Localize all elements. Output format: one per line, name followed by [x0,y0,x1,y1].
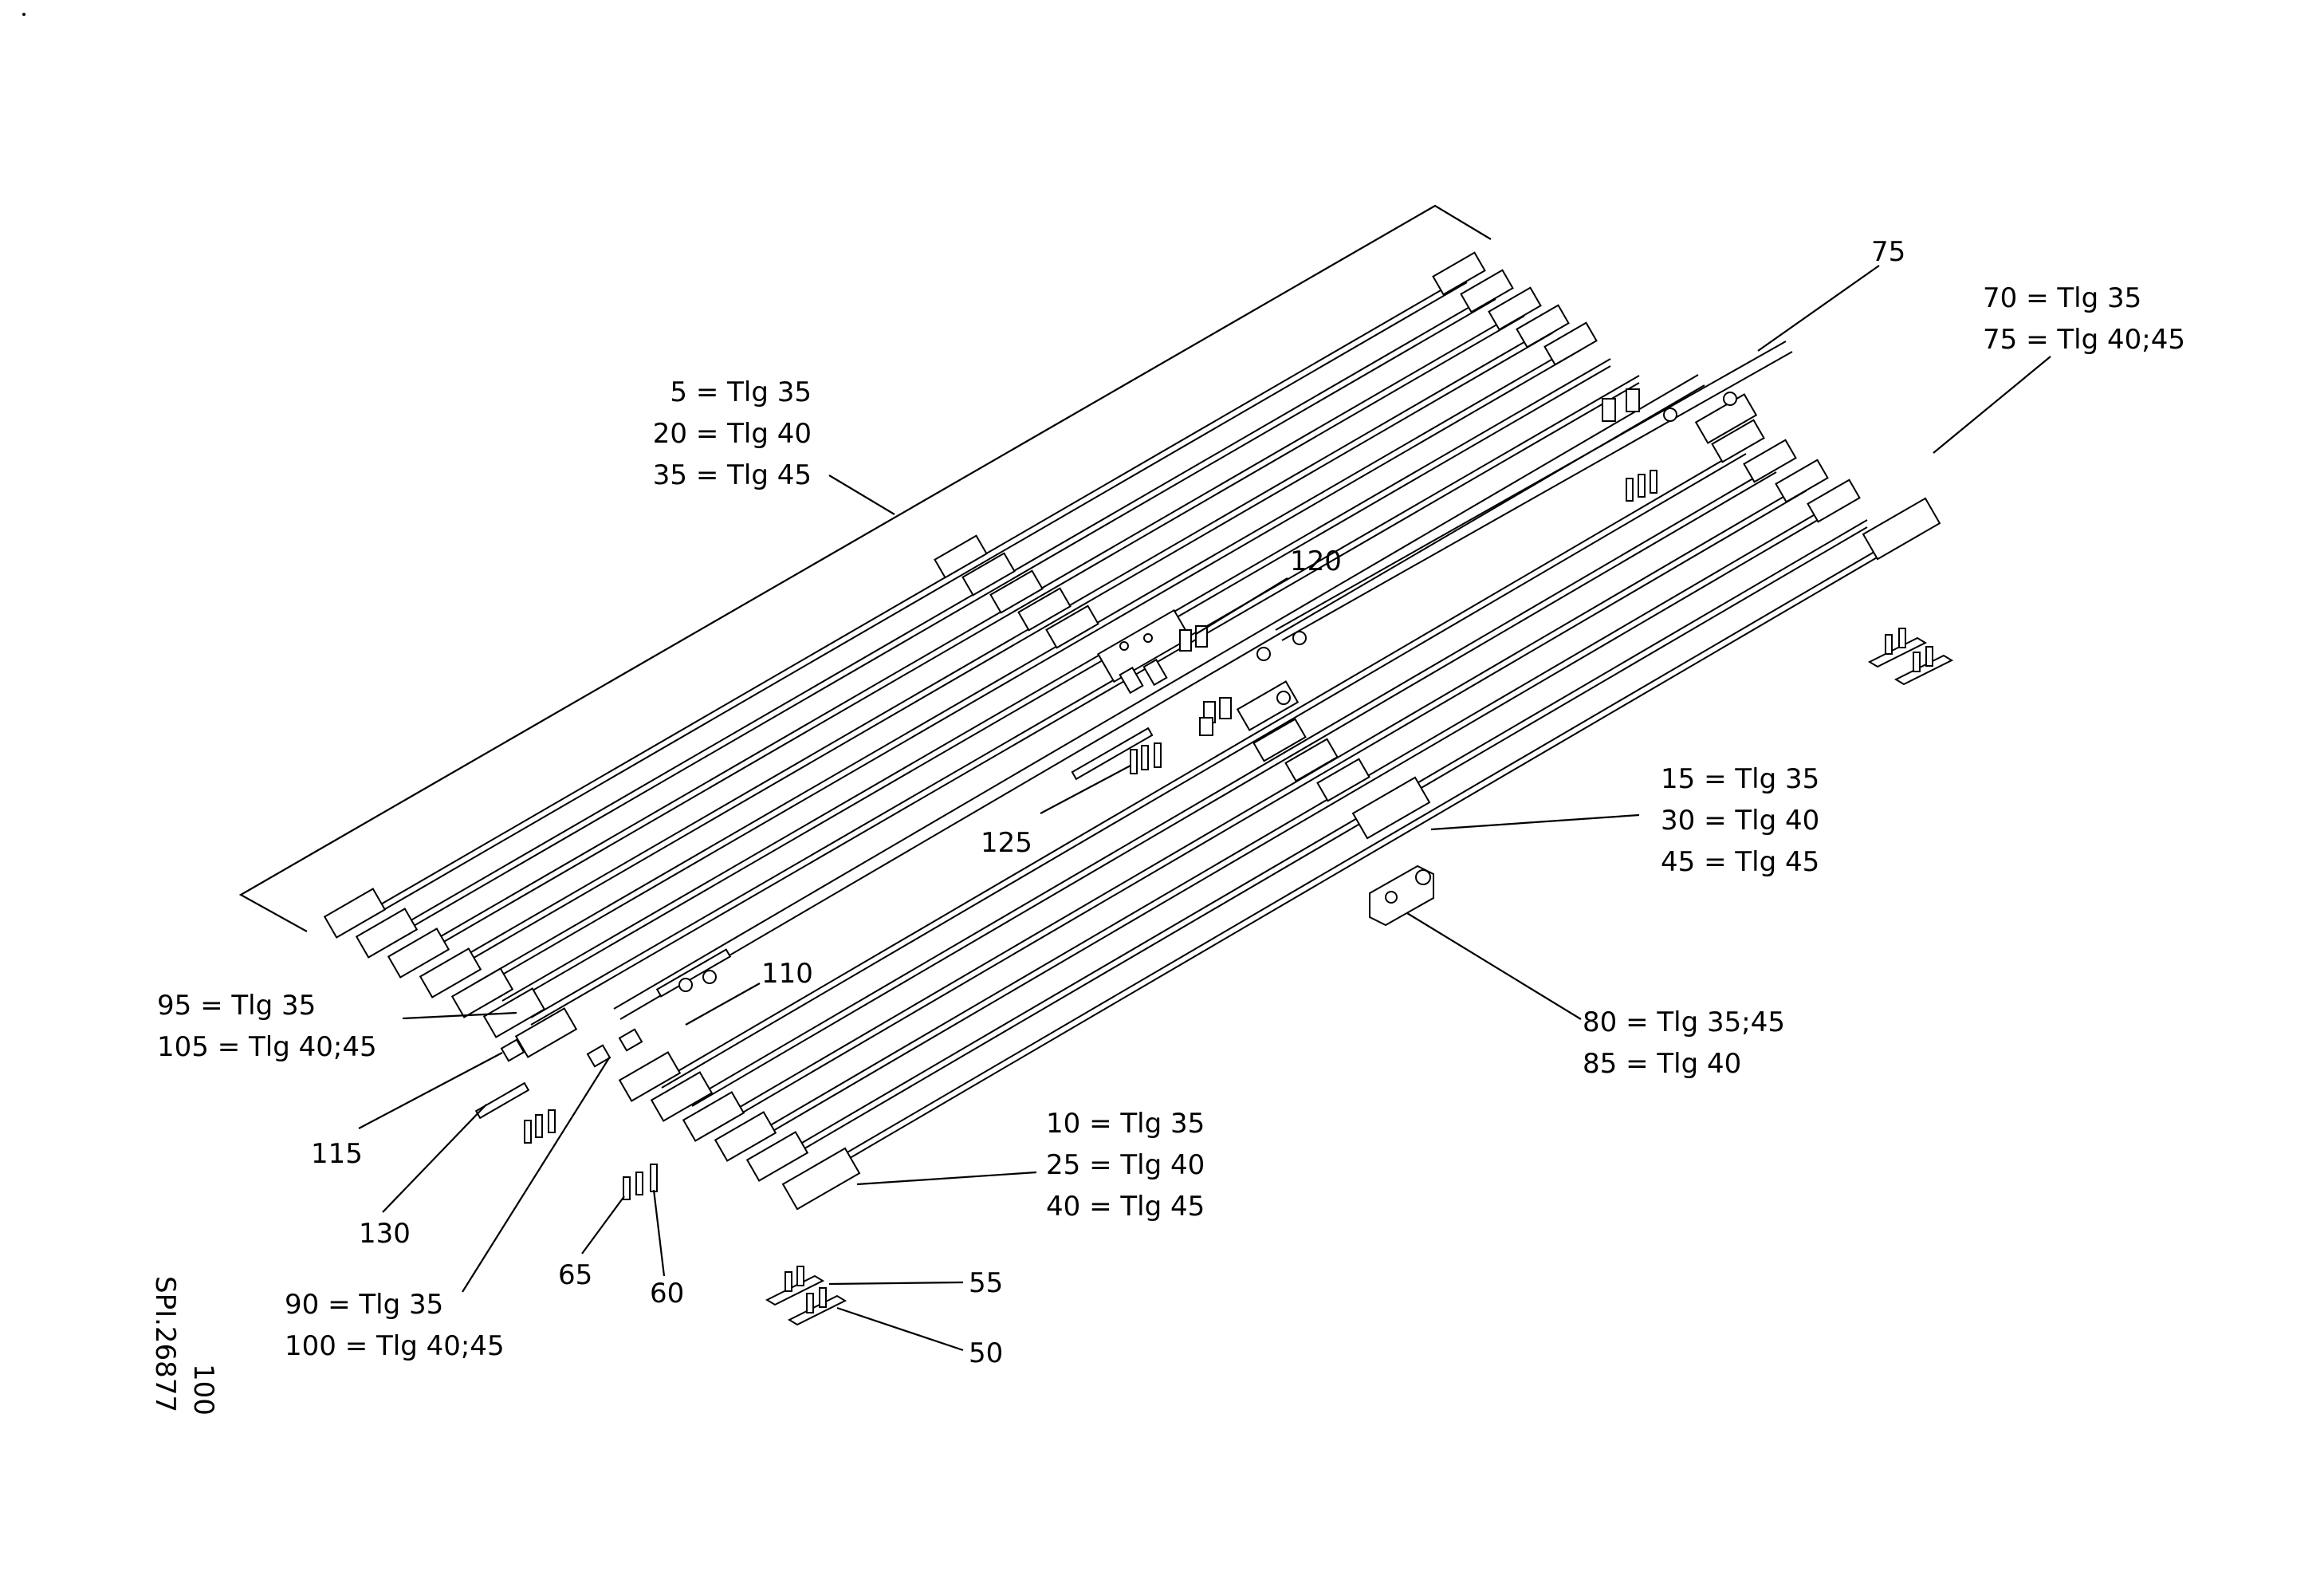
callout-105: 105 = Tlg 40;45 [157,1031,377,1063]
callout-60: 60 [650,1278,684,1309]
bolt-65 [623,1176,631,1200]
callout-5: 5 = Tlg 35 [670,376,812,408]
callout-40: 40 = Tlg 45 [1046,1191,1205,1223]
upper-middle-blocks [934,534,1099,649]
callout-125: 125 [981,827,1032,859]
callout-50: 50 [969,1337,1003,1369]
pin-125 [1071,727,1154,781]
callout-75: 75 = Tlg 40;45 [1983,324,2185,356]
screw-60 [650,1164,658,1192]
rod-line [415,315,1525,959]
rod-line [501,358,1611,1002]
rod-line [530,382,1640,1026]
rod-line [387,298,1496,942]
rod-line [782,519,1868,1155]
rod-line [358,282,1468,925]
rod-line [661,446,1747,1081]
callout-65: 65 [558,1259,592,1291]
corner-dot [22,13,26,16]
rod-line [473,349,1583,992]
rod-line [782,526,1868,1162]
pin-130 [474,1081,530,1120]
callout-30: 30 = Tlg 40 [1661,805,1819,837]
rod-line [661,453,1747,1089]
rod-line [722,482,1807,1118]
lower-end-blocks-left [618,1051,861,1211]
upper-end-blocks-left [323,888,578,1058]
callout-80: 80 = Tlg 35;45 [1583,1006,1785,1038]
callout-55: 55 [969,1267,1003,1299]
callout-35: 35 = Tlg 45 [653,459,812,491]
bolt-125a [1130,749,1138,774]
leader-lines [358,265,2051,1352]
rod-line [444,332,1554,975]
bushing-115 [500,1038,525,1062]
clip-55 [765,1274,825,1306]
rod-line [473,341,1583,985]
callout-75-top: 75 [1871,236,1905,268]
bolt-125c [1154,742,1162,768]
callout-70: 70 = Tlg 35 [1983,282,2141,314]
rod-line [501,365,1611,1009]
drawing-identifier: SPI.26877 100 [149,1276,219,1416]
lower-end-blocks-right [1711,419,1941,561]
callout-45: 45 = Tlg 45 [1661,846,1819,878]
bolt-125b [1141,745,1149,770]
callout-130: 130 [359,1218,411,1250]
lower-rod-bundle [618,419,1941,1211]
rod-line [691,471,1777,1107]
callout-20: 20 = Tlg 40 [653,418,812,450]
lower-middle-blocks [1252,718,1431,840]
callout-10: 10 = Tlg 35 [1046,1108,1205,1140]
callout-95: 95 = Tlg 35 [157,990,316,1022]
loose-parts [474,470,1954,1326]
center-hinge-hardware [1097,388,1758,736]
rod-line [812,545,1898,1180]
rod-line [691,464,1777,1100]
rod-line [752,508,1838,1144]
callout-labels: 5 = Tlg 35 20 = Tlg 40 35 = Tlg 45 75 70… [157,236,2185,1369]
callout-15: 15 = Tlg 35 [1661,763,1819,795]
callout-85: 85 = Tlg 40 [1583,1048,1741,1080]
assembly-bracket [238,204,1492,932]
callout-90: 90 = Tlg 35 [285,1289,443,1321]
rod-line [387,291,1496,935]
upper-end-blocks-top [1432,251,1598,366]
upper-rod-bundle [323,251,1640,1058]
callout-100: 100 = Tlg 40;45 [285,1330,505,1362]
rod-line [415,308,1525,951]
callout-115: 115 [311,1138,363,1170]
rod-line [358,274,1468,918]
rod-line [722,490,1807,1125]
callout-25: 25 = Tlg 40 [1046,1149,1205,1181]
callout-120: 120 [1290,545,1342,577]
rod-line [752,501,1838,1136]
rod-line [444,325,1554,968]
drawing-code: SPI.26877 [149,1276,181,1412]
drawing-page-number: 100 [187,1364,219,1416]
center-shaft [613,341,1793,1020]
rod-line [530,375,1640,1018]
callout-110: 110 [761,958,813,990]
clip-50 [787,1294,847,1326]
rod-line [812,538,1898,1173]
